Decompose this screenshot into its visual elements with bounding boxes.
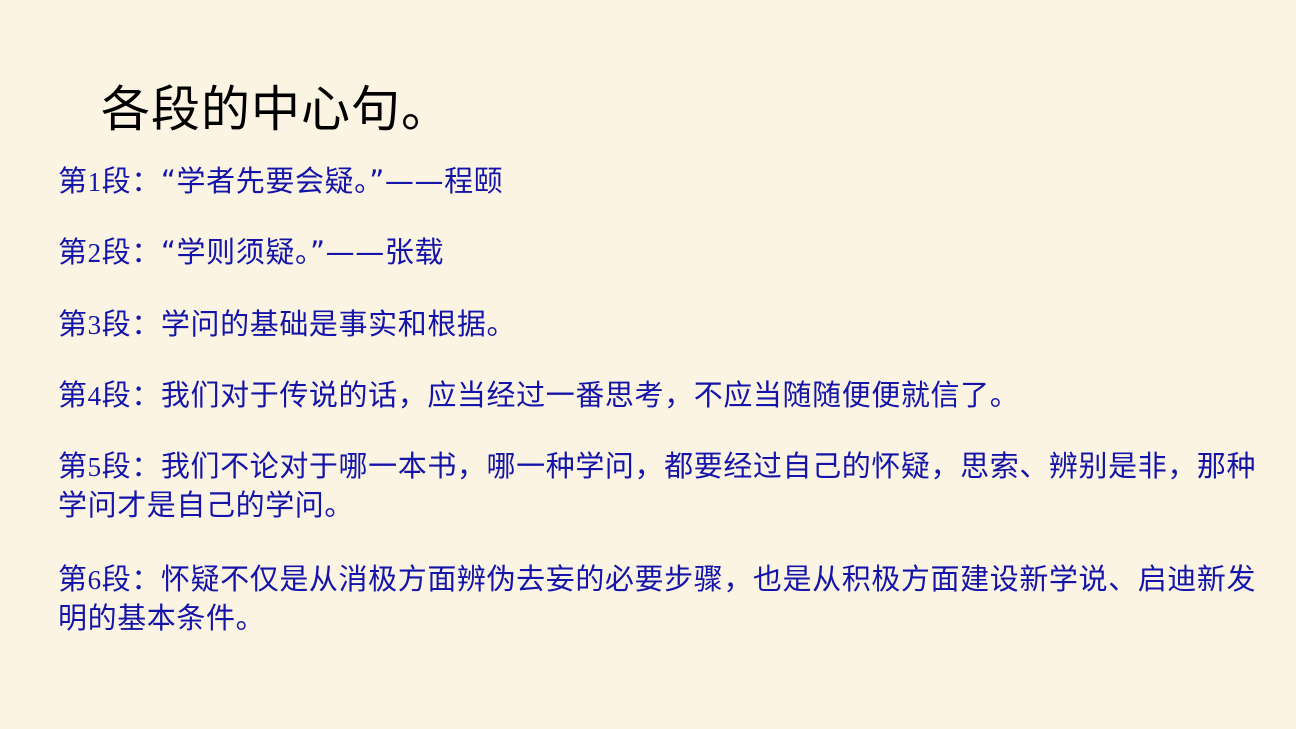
paragraph-text: 我们不论对于哪一本书，哪一种学问，都要经过自己的怀疑，思索、辨别是非，那种学问才… — [58, 449, 1257, 522]
label-prefix: 第 — [58, 307, 88, 341]
paragraph-label: 第2段： — [58, 235, 161, 269]
label-prefix: 第 — [58, 449, 88, 483]
paragraph-text: 我们对于传说的话，应当经过一番思考，不应当随随便便就信了。 — [160, 378, 1020, 412]
label-prefix: 第 — [58, 562, 88, 596]
paragraph-number: 5 — [87, 452, 102, 482]
paragraph-text: 怀疑不仅是从消极方面辨伪去妄的必要步骤，也是从积极方面建设新学说、启迪新发明的基… — [58, 562, 1257, 635]
paragraph-6: 第6段：怀疑不仅是从消极方面辨伪去妄的必要步骤，也是从积极方面建设新学说、启迪新… — [58, 560, 1258, 637]
paragraph-number: 3 — [87, 310, 102, 340]
label-suffix: 段： — [101, 562, 161, 596]
paragraph-4: 第4段：我们对于传说的话，应当经过一番思考，不应当随随便便就信了。 — [58, 376, 1258, 415]
paragraph-number: 4 — [87, 381, 102, 411]
paragraph-text: 学问的基础是事实和根据。 — [160, 307, 517, 341]
paragraph-text: “学者先要会疑。”——程颐 — [160, 164, 504, 198]
paragraph-5: 第5段：我们不论对于哪一本书，哪一种学问，都要经过自己的怀疑，思索、辨别是非，那… — [58, 447, 1258, 524]
paragraph-number: 6 — [87, 565, 102, 595]
label-prefix: 第 — [58, 164, 88, 198]
paragraph-label: 第5段： — [58, 449, 161, 483]
label-suffix: 段： — [101, 449, 161, 483]
label-suffix: 段： — [101, 378, 161, 412]
slide-title: 各段的中心句。 — [101, 81, 452, 138]
paragraph-2: 第2段：“学则须疑。”——张载 — [58, 233, 1258, 272]
paragraph-label: 第3段： — [58, 307, 161, 341]
paragraph-label: 第1段： — [58, 164, 161, 198]
paragraph-number: 2 — [87, 238, 102, 268]
label-prefix: 第 — [58, 378, 88, 412]
paragraph-label: 第4段： — [58, 378, 161, 412]
label-suffix: 段： — [101, 307, 161, 341]
label-suffix: 段： — [101, 235, 161, 269]
label-suffix: 段： — [101, 164, 161, 198]
label-prefix: 第 — [58, 235, 88, 269]
paragraph-label: 第6段： — [58, 562, 161, 596]
paragraph-number: 1 — [87, 167, 102, 197]
paragraph-text: “学则须疑。”——张载 — [160, 235, 445, 269]
paragraph-1: 第1段：“学者先要会疑。”——程颐 — [58, 162, 1258, 201]
paragraph-3: 第3段：学问的基础是事实和根据。 — [58, 305, 1258, 344]
